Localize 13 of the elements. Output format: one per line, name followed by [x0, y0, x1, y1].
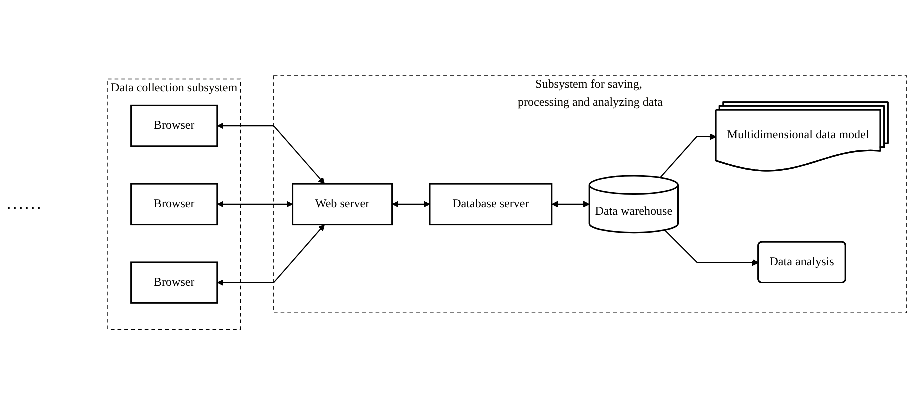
arrow: [552, 201, 590, 208]
arrow: [217, 201, 294, 208]
arrow: [660, 134, 717, 178]
node-box: Web server: [292, 184, 394, 226]
arrow: [217, 122, 326, 185]
ellipsis-note: ……: [6, 192, 43, 214]
node-box: Browser: [130, 184, 218, 226]
node-box: Browser: [130, 262, 218, 304]
arrow: [664, 230, 760, 266]
arrow: [217, 224, 326, 286]
arrow: [392, 201, 430, 208]
node-box: Browser: [130, 105, 218, 148]
node-box: Database server: [429, 184, 553, 226]
